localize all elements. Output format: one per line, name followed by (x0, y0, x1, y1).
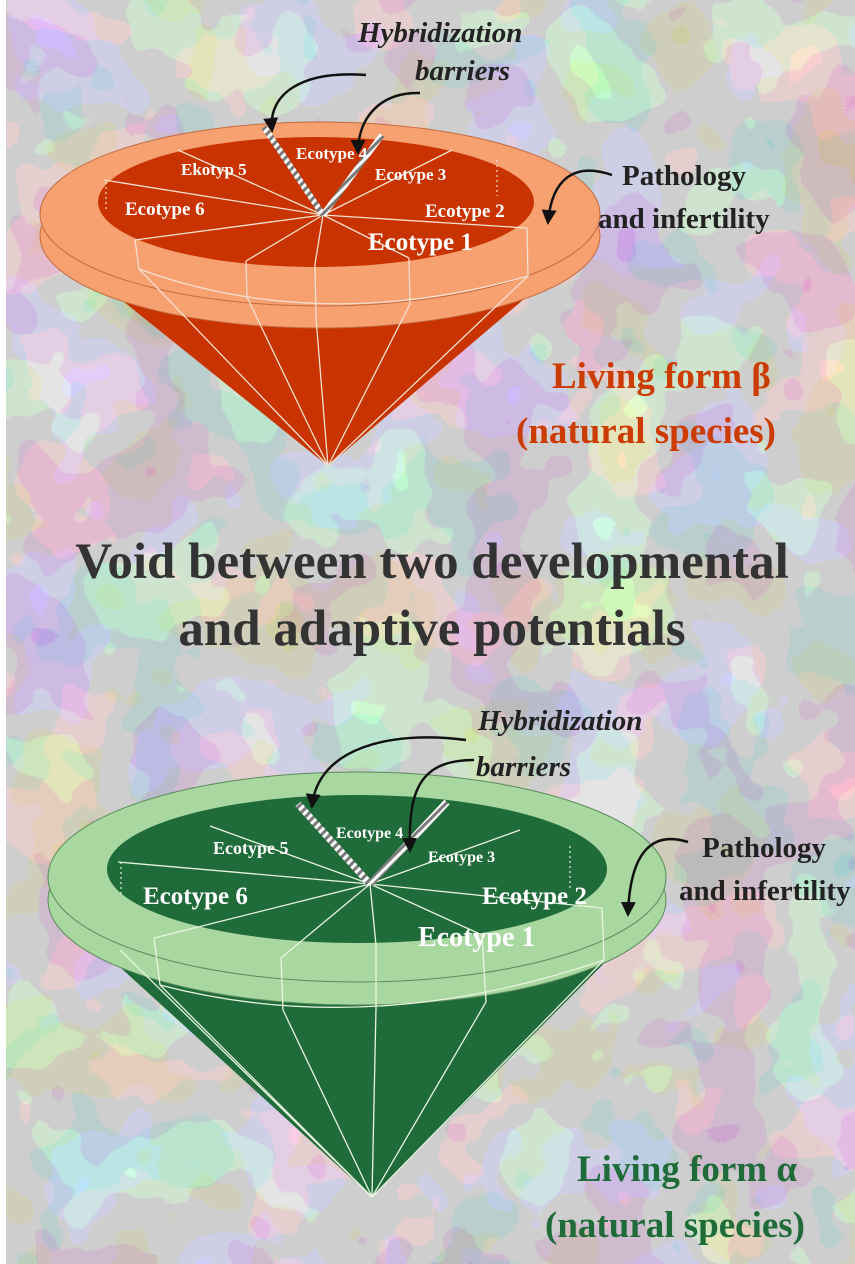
beta-spokes (103, 149, 528, 265)
alpha-ecotype-6: Ecotype 6 (143, 883, 248, 910)
beta-ecotype-6: Ecotype 6 (125, 199, 205, 220)
alpha-ecotype-3: Ecotype 3 (428, 849, 495, 866)
alpha-hybridization-label-line1: Hybridization (477, 705, 642, 737)
beta-barriers (261, 125, 385, 217)
left-frame-border (0, 0, 6, 1264)
alpha-hybridization-arrow-right (402, 758, 475, 853)
beta-ecotype-2: Ecotype 2 (425, 201, 505, 222)
beta-hybridization-arrow-left (263, 73, 367, 133)
beta-pathology-arrow (541, 169, 613, 225)
alpha-pathology-arrow (620, 837, 689, 917)
alpha-living-form-label: Living form α (577, 1149, 797, 1190)
beta-ecotype-3: Ecotype 3 (375, 165, 446, 184)
alpha-hybridization-label-line2: barriers (476, 751, 571, 783)
alpha-natural-species-label: (natural species) (545, 1205, 805, 1246)
alpha-hybridization-arrow-left (305, 736, 467, 809)
alpha-cone-facets (119, 907, 605, 1198)
center-title-line1: Void between two developmental (75, 534, 789, 590)
alpha-pathology-label-line2: and infertility (679, 875, 851, 907)
alpha-ecotype-4: Ecotype 4 (336, 825, 403, 842)
beta-ecotype-4: Ecotype 4 (296, 144, 368, 163)
center-title-line2: and adaptive potentials (178, 601, 685, 657)
alpha-dotted-lines (120, 846, 571, 896)
alpha-ecotype-2: Ecotype 2 (482, 883, 587, 910)
alpha-spokes (117, 825, 603, 959)
beta-pathology-label-line1: Pathology (622, 160, 747, 192)
beta-dotted-lines (105, 160, 498, 212)
beta-living-form-label: Living form β (552, 356, 771, 397)
alpha-ecotype-5: Ecotype 5 (213, 838, 289, 858)
beta-cone (39, 121, 601, 467)
beta-hybridization-label-line1: Hybridization (357, 17, 522, 49)
beta-natural-species-label: (natural species) (516, 411, 776, 452)
alpha-cone (47, 771, 667, 1198)
beta-pathology-label-line2: and infertility (598, 203, 770, 235)
alpha-pathology-label-line1: Pathology (702, 832, 827, 864)
beta-hybridization-arrow-right (350, 91, 421, 155)
beta-hybridization-label-line2: barriers (415, 55, 510, 87)
beta-ecotype-5: Ekotyp 5 (181, 160, 247, 179)
alpha-ecotype-1: Ecotype 1 (418, 922, 535, 953)
beta-ecotype-1: Ecotype 1 (368, 229, 473, 256)
arrows (263, 73, 689, 917)
beta-cone-facets (134, 227, 529, 467)
